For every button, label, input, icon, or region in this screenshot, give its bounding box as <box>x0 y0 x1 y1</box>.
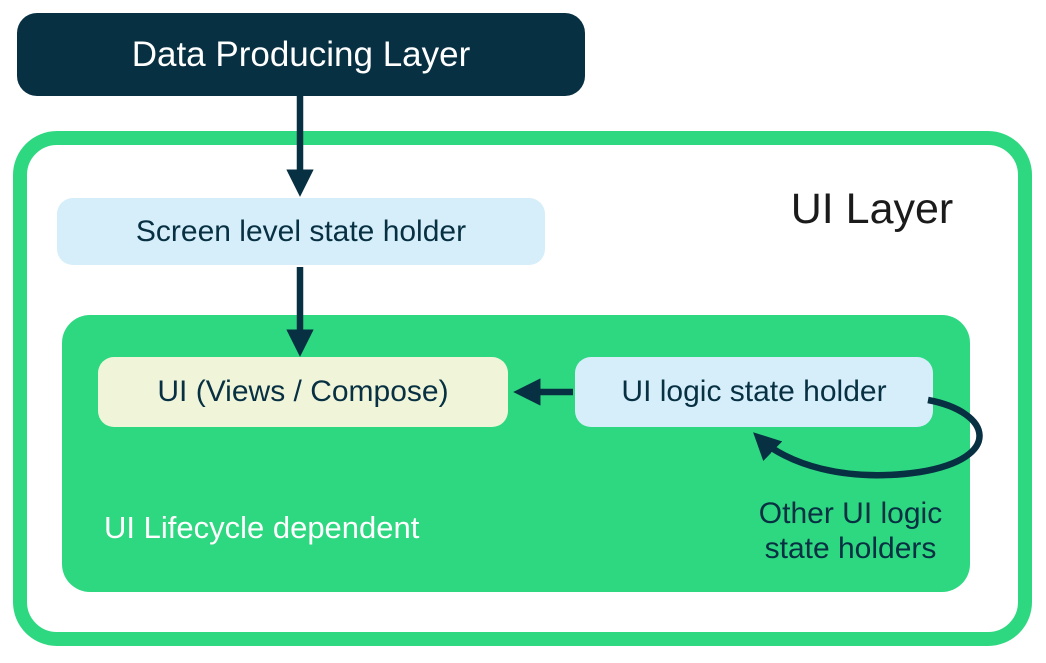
screen-level-state-holder-node: Screen level state holder <box>57 198 545 265</box>
other-ui-logic-state-holders-line1: Other UI logic <box>758 497 943 530</box>
ui-logic-state-holder-label: UI logic state holder <box>621 375 887 408</box>
ui-views-compose-node: UI (Views / Compose) <box>98 357 508 427</box>
ui-views-compose-label: UI (Views / Compose) <box>157 375 449 408</box>
ui-layer-title: UI Layer <box>790 185 954 233</box>
other-ui-logic-state-holders-label: Other UI logic state holders <box>738 496 963 566</box>
other-ui-logic-state-holders-line2: state holders <box>764 532 937 565</box>
data-producing-layer-label: Data Producing Layer <box>131 34 471 74</box>
ui-lifecycle-dependent-label: UI Lifecycle dependent <box>104 510 420 545</box>
ui-logic-state-holder-node: UI logic state holder <box>575 357 933 427</box>
screen-level-state-holder-label: Screen level state holder <box>135 214 467 248</box>
data-producing-layer-node: Data Producing Layer <box>17 13 585 96</box>
